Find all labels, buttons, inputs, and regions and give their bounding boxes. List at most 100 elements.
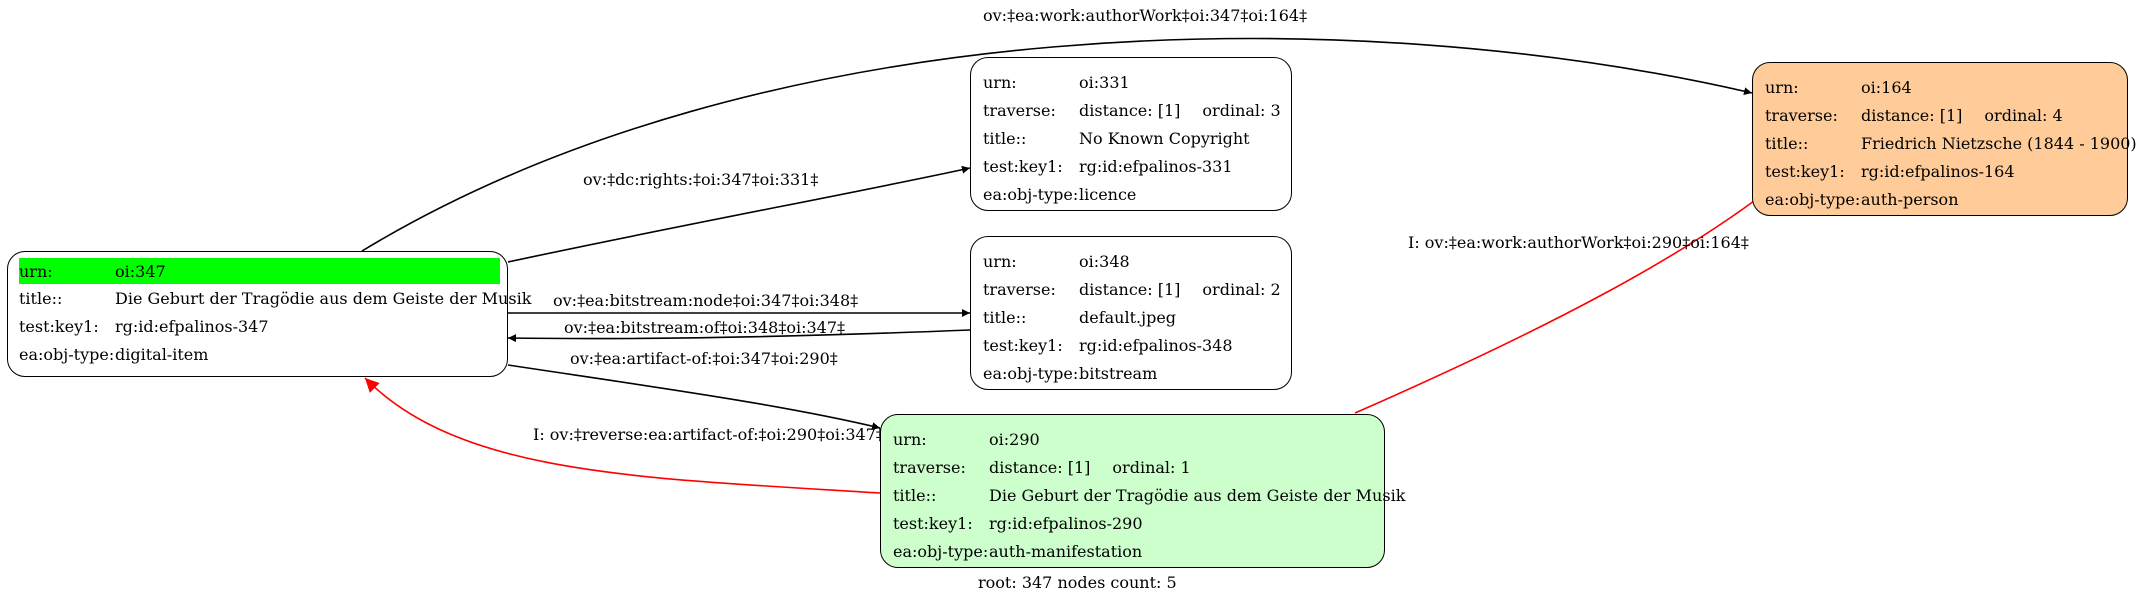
edge-label-artifact-of: ov:‡ea:artifact-of:‡oi:347‡oi:290‡ (570, 349, 838, 368)
node-oi-164[interactable]: urn: oi:164 traverse: distance: [1] ordin… (1752, 62, 2137, 216)
node-traverse-row: traverse: distance: [1] ordinal: 1 (893, 453, 1372, 481)
distance-value: distance: [1] (989, 457, 1091, 477)
edge-label-dc-rights: ov:‡dc:rights:‡oi:347‡oi:331‡ (583, 170, 819, 189)
node-key: ea:obj-type: (983, 363, 1079, 383)
node-oi-331[interactable]: urn: oi:331 traverse: distance: [1] ordin… (970, 57, 1292, 211)
edge-bitstream-of (507, 329, 971, 343)
node-value: default.jpeg (1079, 307, 1177, 327)
node-testkey-row: test:key1: rg:id:efpalinos-164 (1765, 157, 2115, 185)
node-type-row: ea:obj-type: auth-manifestation (893, 537, 1372, 565)
node-type-row: ea:obj-type: auth-person (1765, 185, 2115, 213)
node-key: traverse: (983, 279, 1056, 299)
node-key: title:: (19, 288, 63, 308)
node-title-row: title:: No Known Copyright (983, 124, 1279, 152)
node-value: rg:id:efpalinos-347 (115, 316, 269, 336)
node-value: rg:id:efpalinos-331 (1079, 156, 1233, 176)
node-key: traverse: (893, 457, 966, 477)
node-testkey-row: test:key1: rg:id:efpalinos-290 (893, 509, 1372, 537)
node-key: urn: (893, 429, 927, 449)
node-key: urn: (19, 261, 53, 281)
node-value: distance: [1] ordinal: 4 (1861, 106, 2115, 125)
node-key: urn: (1765, 77, 1799, 97)
node-title-row: title:: Die Geburt der Tragödie aus dem … (893, 481, 1405, 509)
node-key: ea:obj-type: (983, 184, 1079, 204)
node-key: test:key1: (1765, 161, 1845, 181)
edge-label-bitstream-node: ov:‡ea:bitstream:node‡oi:347‡oi:348‡ (553, 291, 859, 310)
node-type-row: ea:obj-type: licence (983, 180, 1279, 208)
node-value: distance: [1] ordinal: 2 (1079, 280, 1281, 299)
ordinal-value: ordinal: 2 (1202, 279, 1281, 299)
node-value: auth-manifestation (989, 541, 1143, 561)
node-value: rg:id:efpalinos-290 (989, 513, 1143, 533)
node-value: Die Geburt der Tragödie aus dem Geiste d… (115, 288, 532, 308)
node-traverse-row: traverse: distance: [1] ordinal: 4 (1765, 101, 2115, 129)
node-type-row: ea:obj-type: bitstream (983, 359, 1279, 387)
node-urn-row: urn: oi:164 (1765, 73, 2115, 101)
node-key: traverse: (983, 100, 1056, 120)
ordinal-value: ordinal: 4 (1984, 105, 2063, 125)
node-key: ea:obj-type: (893, 541, 989, 561)
node-value: licence (1079, 184, 1137, 204)
node-value: oi:290 (989, 429, 1040, 449)
edge-label-bitstream-of: ov:‡ea:bitstream:of‡oi:348‡oi:347‡ (564, 318, 846, 337)
edge-label-author-work: ov:‡ea:work:authorWork‡oi:347‡oi:164‡ (983, 6, 1308, 25)
distance-value: distance: [1] (1861, 105, 1963, 125)
node-value: Die Geburt der Tragödie aus dem Geiste d… (989, 485, 1406, 505)
node-value: oi:164 (1861, 77, 1912, 97)
node-value: auth-person (1861, 189, 1959, 209)
node-oi-290[interactable]: urn: oi:290 traverse: distance: [1] ordin… (880, 414, 1405, 568)
node-value: oi:331 (1079, 72, 1130, 92)
node-value: distance: [1] ordinal: 1 (989, 458, 1372, 477)
node-title-row: title:: default.jpeg (983, 303, 1279, 331)
edge-dc-rights (507, 165, 971, 263)
node-type-row: ea:obj-type: digital-item (19, 340, 500, 368)
edge-artifact-of (507, 364, 881, 431)
node-key: test:key1: (983, 335, 1063, 355)
node-key: traverse: (1765, 105, 1838, 125)
ordinal-value: ordinal: 3 (1202, 100, 1281, 120)
edge-inferred-author-work (1354, 176, 1786, 414)
ordinal-value: ordinal: 1 (1112, 457, 1191, 477)
root-info: root: 347 nodes count: 5 (978, 573, 1177, 592)
node-key: title:: (893, 485, 937, 505)
node-urn-row: urn: oi:331 (983, 68, 1279, 96)
node-title-row: title:: Die Geburt der Tragödie aus dem … (19, 284, 531, 312)
node-value: digital-item (115, 344, 209, 364)
node-oi-348[interactable]: urn: oi:348 traverse: distance: [1] ordin… (970, 236, 1292, 390)
node-key: test:key1: (983, 156, 1063, 176)
node-key: title:: (983, 128, 1027, 148)
node-key: test:key1: (893, 513, 973, 533)
node-key: ea:obj-type: (1765, 189, 1861, 209)
edge-label-inferred-author-work: I: ov:‡ea:work:authorWork‡oi:290‡oi:164‡ (1408, 233, 1749, 252)
node-value: bitstream (1079, 363, 1158, 383)
node-value: distance: [1] ordinal: 3 (1079, 101, 1281, 120)
node-key: urn: (983, 72, 1017, 92)
node-urn-row: urn: oi:348 (983, 247, 1279, 275)
node-oi-347[interactable]: urn: oi:347 title:: Die Geburt der Tragö… (7, 251, 531, 377)
node-traverse-row: traverse: distance: [1] ordinal: 2 (983, 275, 1281, 303)
node-value: oi:347 (115, 261, 166, 281)
node-key: title:: (1765, 133, 1809, 153)
edge-author-work (361, 37, 1753, 252)
node-value: Friedrich Nietzsche (1844 - 1900) (1861, 133, 2137, 153)
node-title-row: title:: Friedrich Nietzsche (1844 - 1900… (1765, 129, 2137, 157)
node-urn-row: urn: oi:347 (19, 258, 500, 284)
node-key: urn: (983, 251, 1017, 271)
node-testkey-row: test:key1: rg:id:efpalinos-347 (19, 312, 500, 340)
node-testkey-row: test:key1: rg:id:efpalinos-348 (983, 331, 1279, 359)
node-value: No Known Copyright (1079, 128, 1250, 148)
node-value: oi:348 (1079, 251, 1130, 271)
node-key: ea:obj-type: (19, 344, 115, 364)
distance-value: distance: [1] (1079, 100, 1181, 120)
edge-reverse-artifact-of (364, 377, 881, 494)
distance-value: distance: [1] (1079, 279, 1181, 299)
node-urn-row: urn: oi:290 (893, 425, 1372, 453)
node-value: rg:id:efpalinos-164 (1861, 161, 2015, 181)
node-key: test:key1: (19, 316, 99, 336)
node-key: title:: (983, 307, 1027, 327)
node-traverse-row: traverse: distance: [1] ordinal: 3 (983, 96, 1281, 124)
edge-label-reverse-artifact-of: I: ov:‡reverse:ea:artifact-of:‡oi:290‡oi… (533, 425, 884, 444)
node-testkey-row: test:key1: rg:id:efpalinos-331 (983, 152, 1279, 180)
node-value: rg:id:efpalinos-348 (1079, 335, 1233, 355)
